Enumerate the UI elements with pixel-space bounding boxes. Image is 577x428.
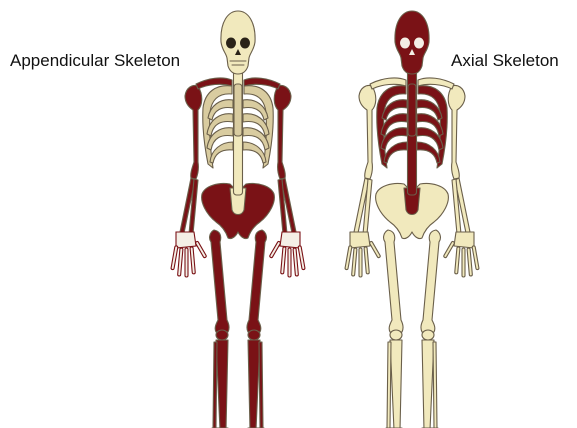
hand-bones — [345, 232, 479, 277]
appendicular-skeleton-label: Appendicular Skeleton — [10, 51, 180, 71]
skull — [221, 11, 255, 74]
leg-bones — [382, 230, 442, 428]
appendicular-skeleton-figure — [171, 11, 305, 428]
axial-skeleton-figure — [345, 11, 479, 428]
hand-bones — [171, 232, 305, 277]
leg-bones — [208, 230, 268, 428]
skull — [395, 11, 429, 74]
axial-skeleton-label: Axial Skeleton — [451, 51, 559, 71]
